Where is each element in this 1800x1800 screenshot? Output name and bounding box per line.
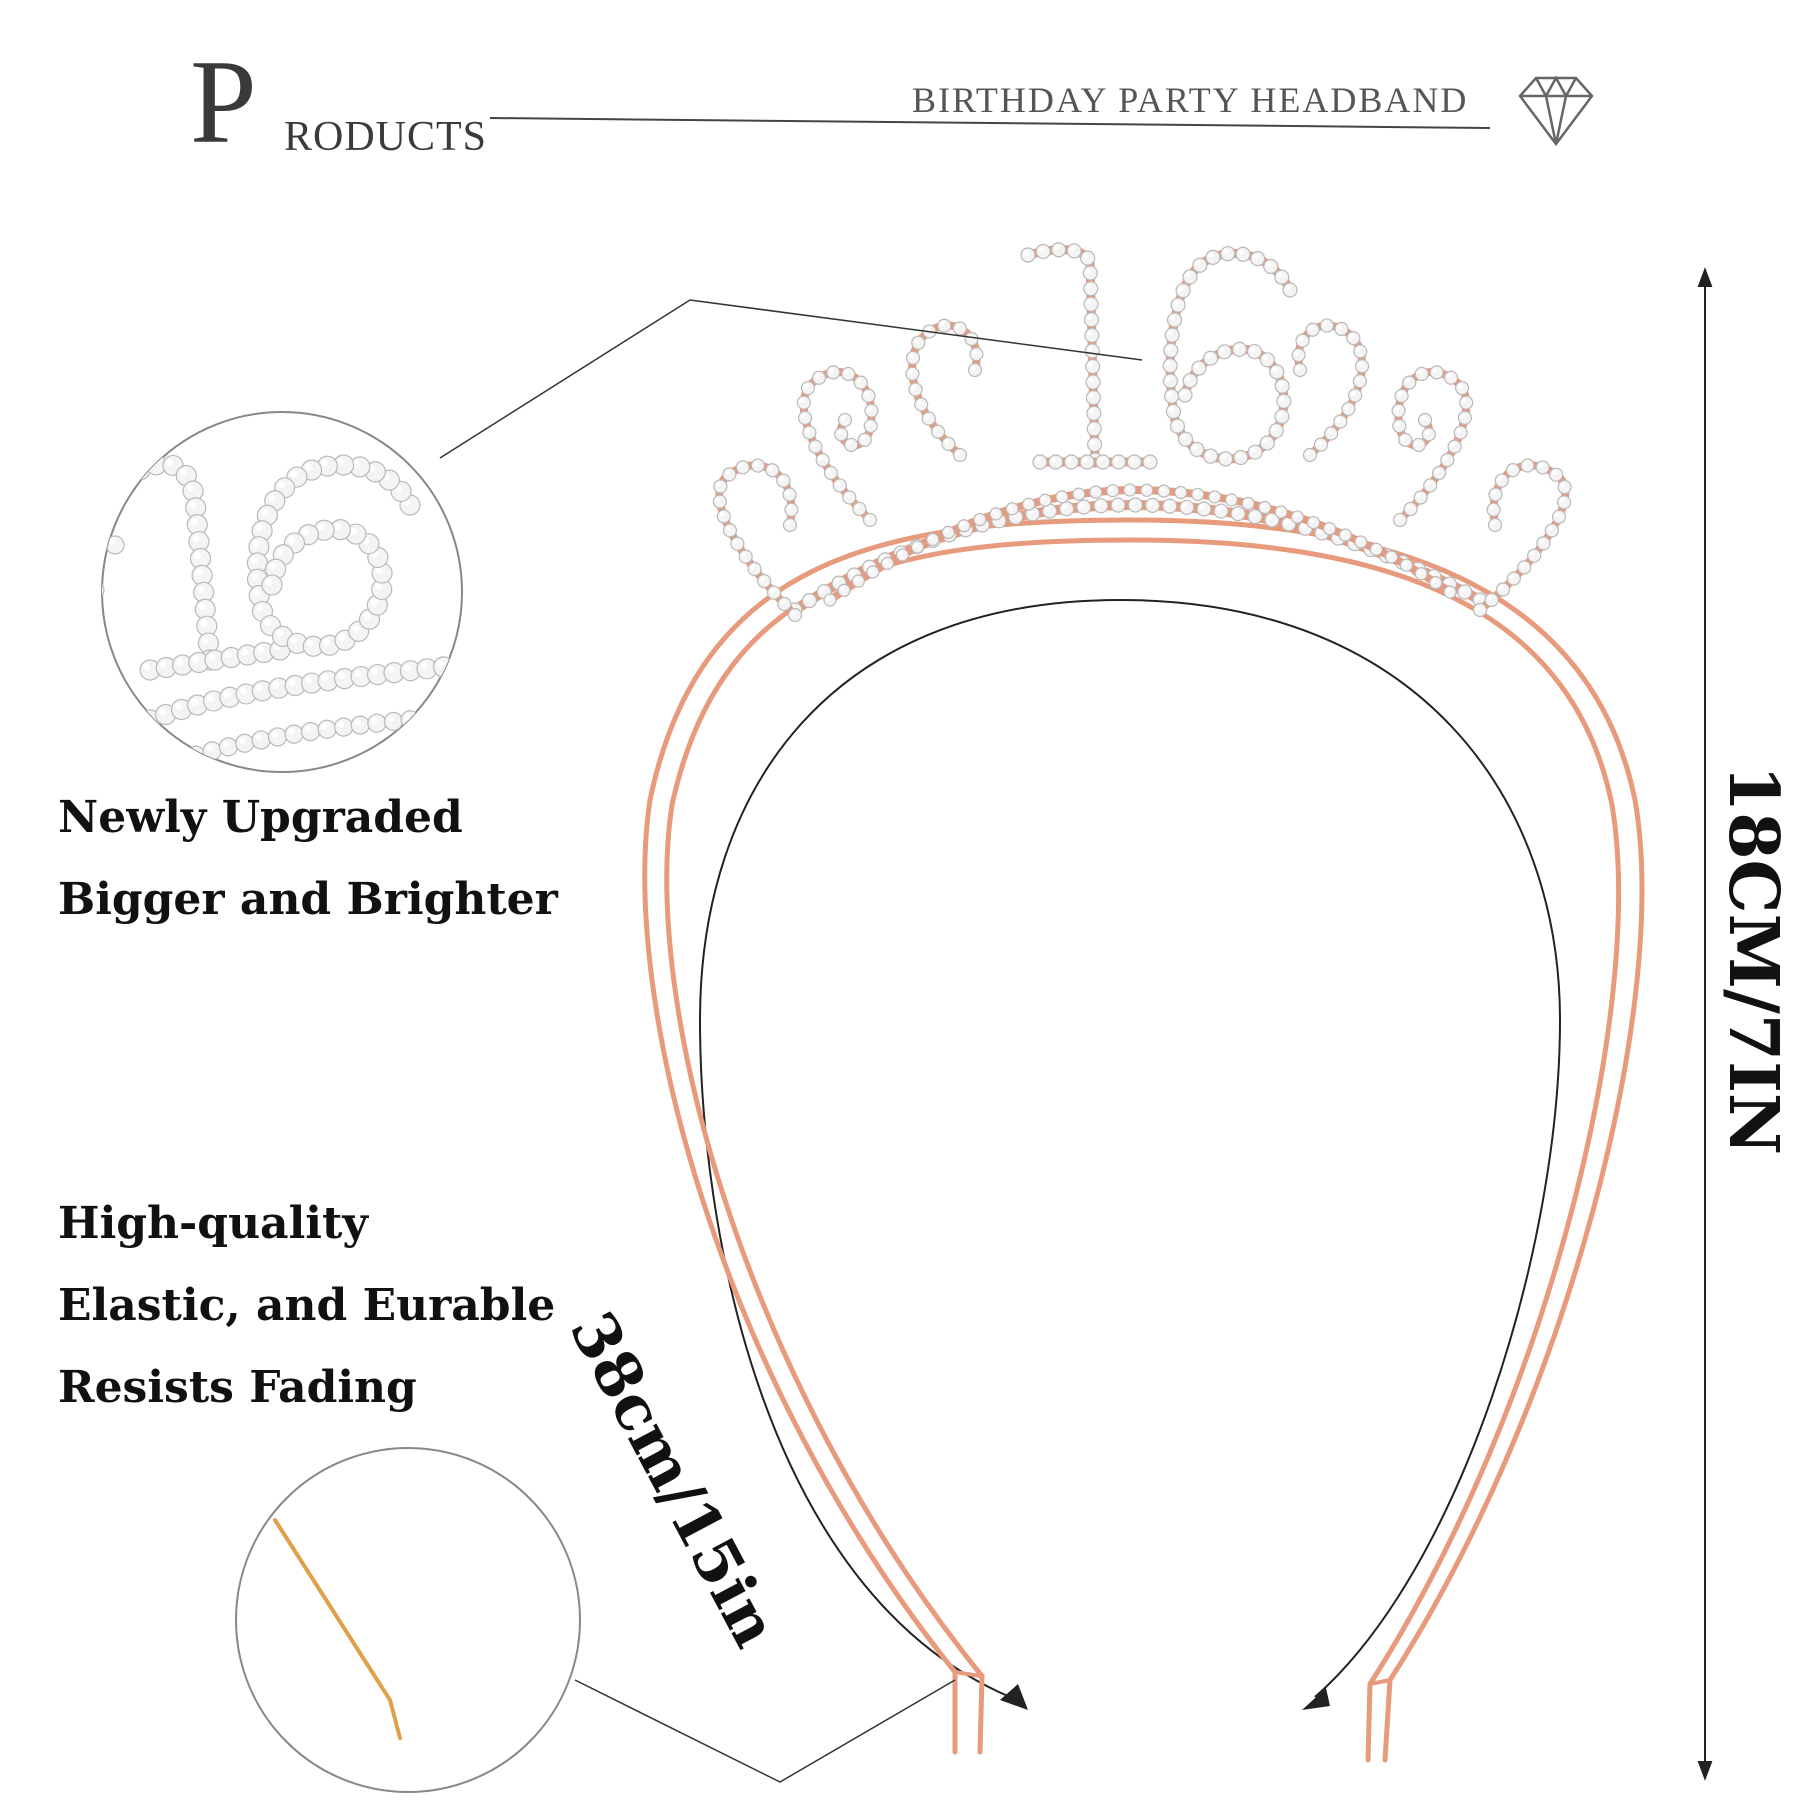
header-subtitle: BIRTHDAY PARTY HEADBAND <box>912 80 1469 120</box>
feature-1-line-2: Bigger and Brighter <box>58 874 558 925</box>
header-rule <box>489 117 1491 129</box>
diamond-icon <box>1518 75 1594 147</box>
header-initial: P <box>190 35 257 168</box>
zoom-circle-wire <box>235 1447 581 1793</box>
zoom-circle-number <box>101 411 463 773</box>
headband-band <box>642 517 1645 1763</box>
feature-2-line-2: Elastic, and Eurable <box>58 1280 556 1331</box>
circumference-arc <box>698 598 1562 1698</box>
height-dimension-label: 18CM/7IN <box>1713 764 1794 1156</box>
height-arrow <box>1697 267 1713 1781</box>
feature-2-line-3: Resists Fading <box>58 1362 417 1413</box>
feature-1-line-1: Newly Upgraded <box>58 792 463 843</box>
feature-2-line-1: High-quality <box>58 1198 368 1249</box>
callout-lines <box>439 299 1143 1783</box>
tiara-crown <box>712 242 1572 623</box>
arrow-head-left <box>1000 1684 1028 1710</box>
arrow-head-right <box>1302 1688 1330 1710</box>
header-products: RODUCTS <box>284 114 488 160</box>
